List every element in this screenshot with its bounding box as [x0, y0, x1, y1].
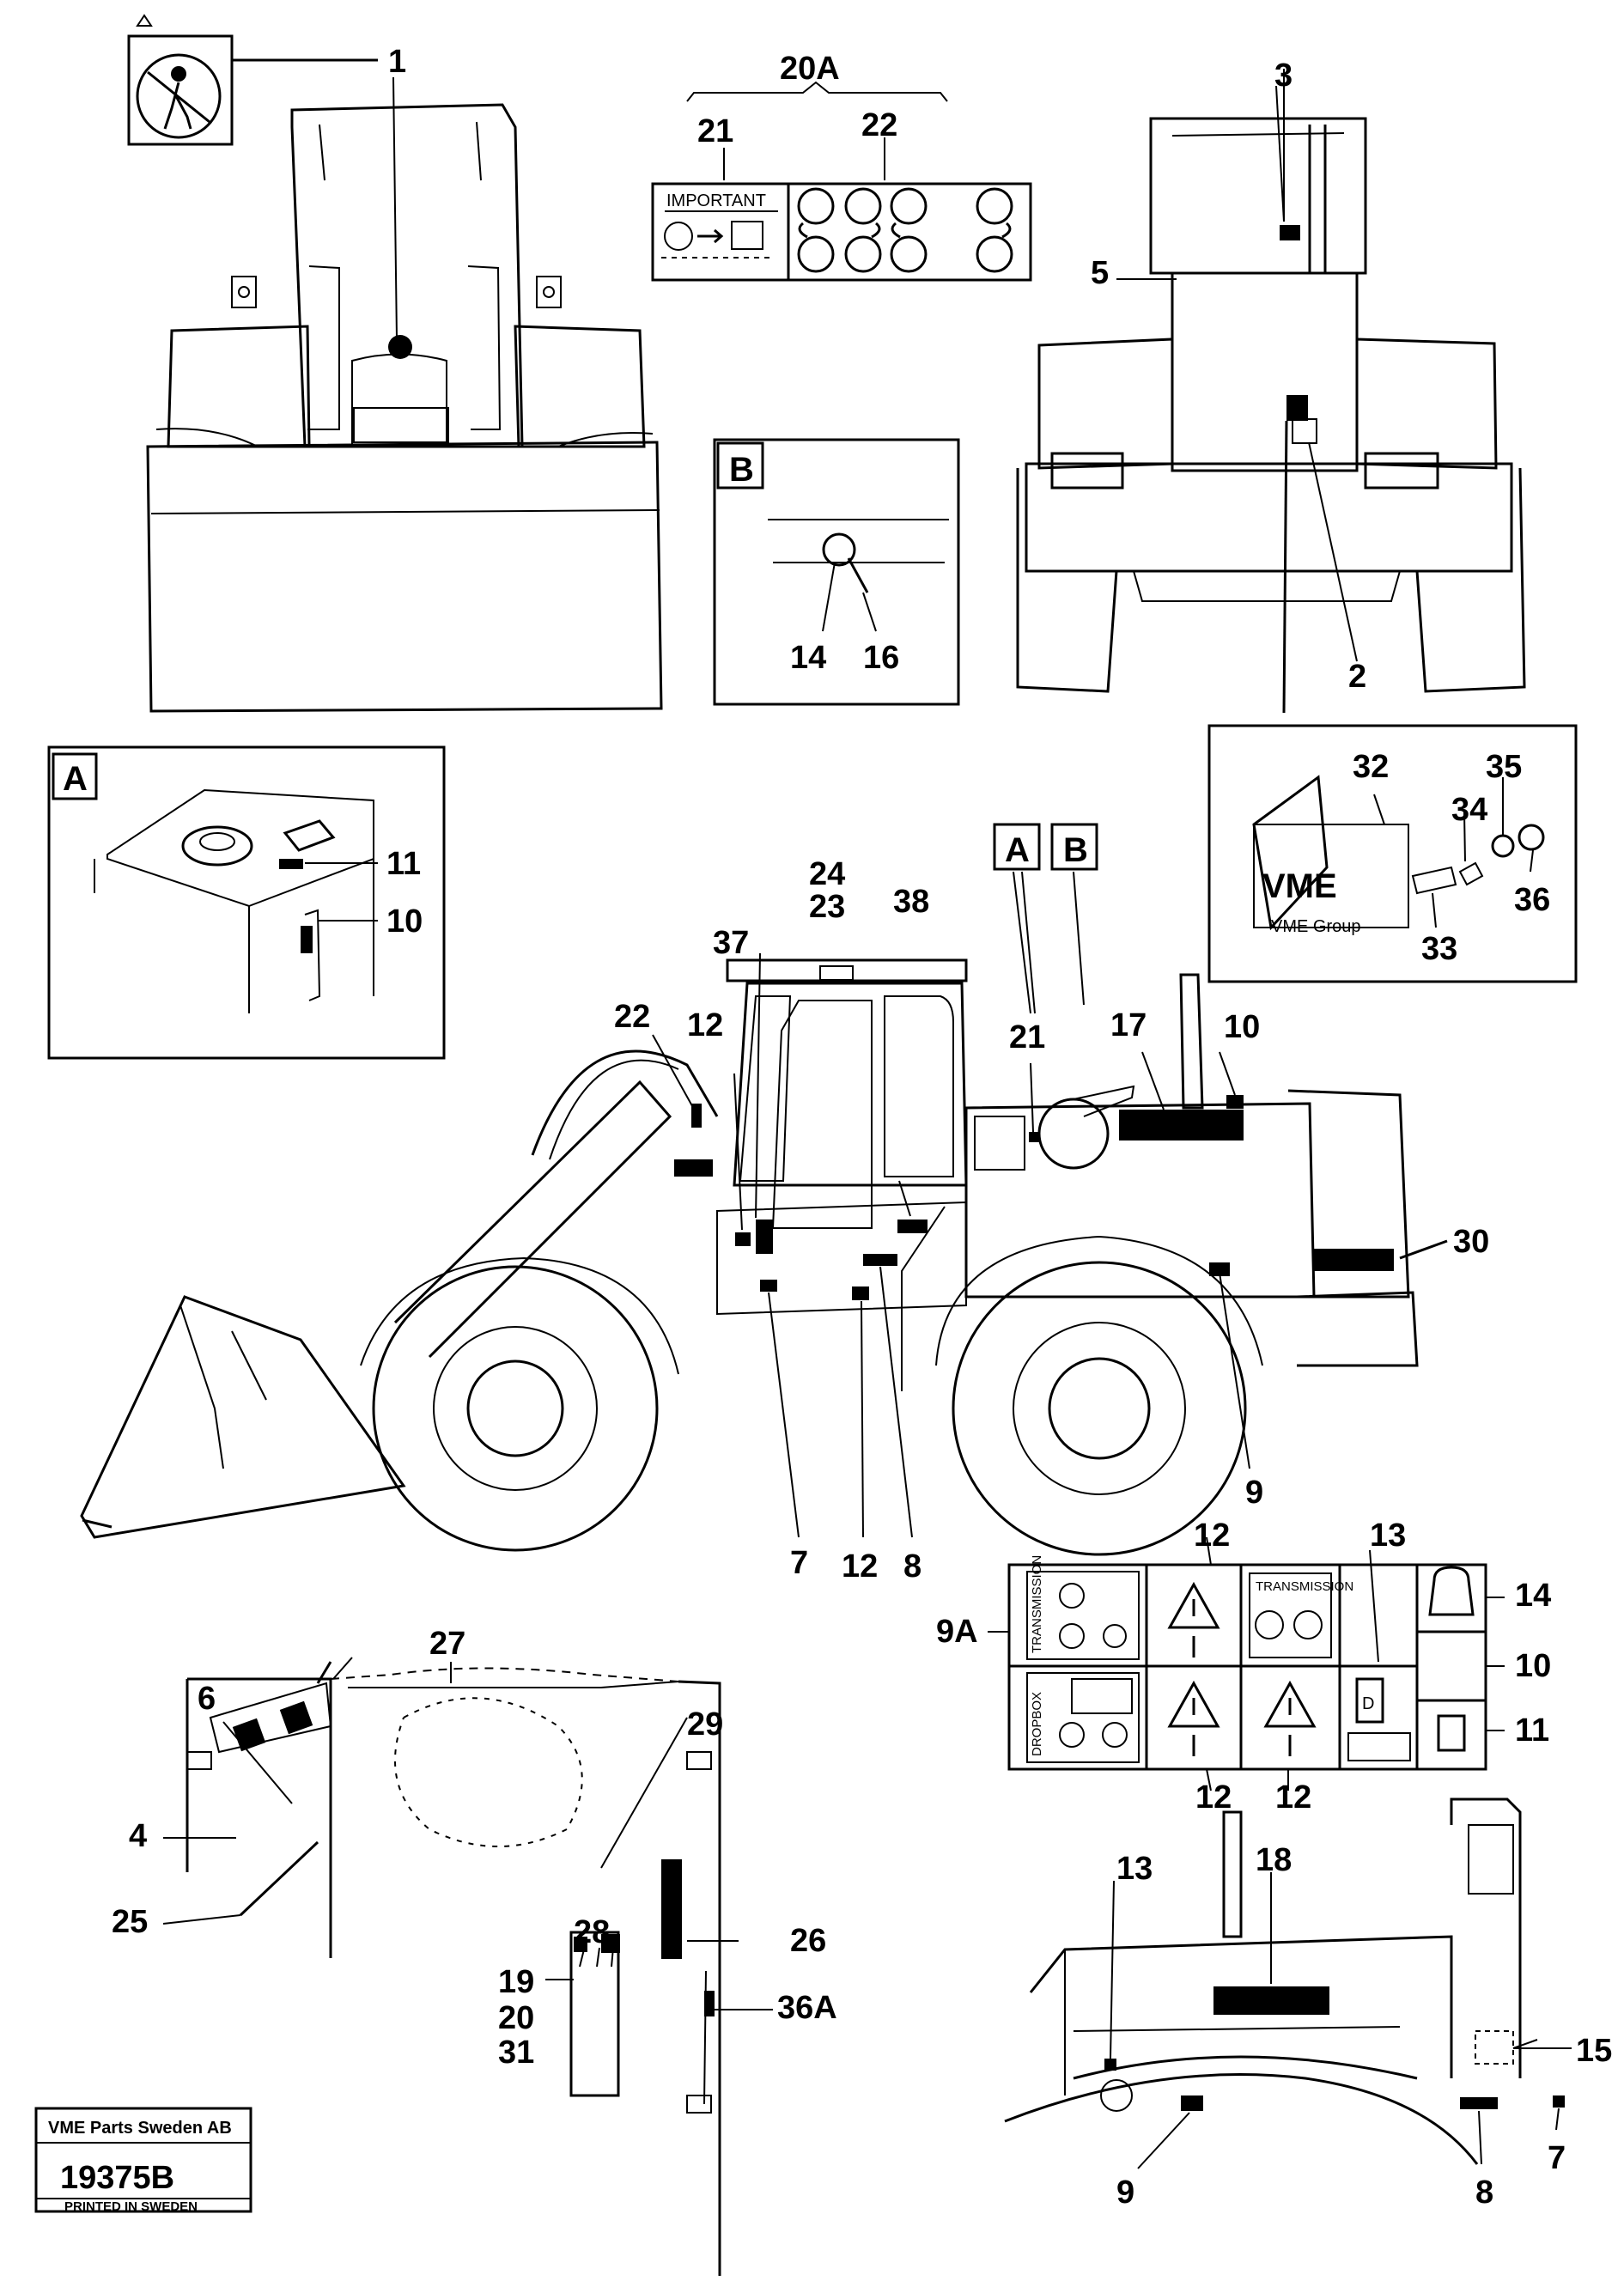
callout-36: 36 [1514, 882, 1550, 918]
callout-5: 5 [1091, 255, 1109, 291]
callout-29: 29 [687, 1706, 723, 1743]
callout-31: 31 [498, 2035, 534, 2071]
fuel-d-text: D [1362, 1694, 1374, 1713]
callout-33: 33 [1421, 931, 1457, 967]
printed-in-sweden: PRINTED IN SWEDEN [64, 2199, 198, 2214]
drawing-number: 19375B [60, 2160, 174, 2196]
front-view [127, 14, 663, 713]
leader-lines [162, 85, 1572, 2169]
callout-22-decal: 22 [861, 107, 897, 143]
callout-9-detail: 9 [1116, 2175, 1134, 2211]
callout-2: 2 [1348, 659, 1366, 695]
callout-23: 23 [809, 889, 845, 925]
warning-decal-sheet: TRANSMISSION TRANSMISSION DROPBOX D [1007, 1555, 1487, 1771]
flag-a-letter: A [1005, 831, 1030, 869]
callout-12-cab: 12 [687, 1007, 723, 1043]
warning-triangle-icons [1167, 1581, 1317, 1756]
callout-27: 27 [429, 1626, 465, 1662]
callout-20: 20 [498, 2000, 534, 2036]
vme-group-text: VME Group [1271, 917, 1360, 936]
callout-26: 26 [790, 1923, 826, 1959]
callout-9a: 9A [936, 1614, 978, 1650]
dropbox-text: DROPBOX [1030, 1692, 1044, 1756]
callout-11-decal: 11 [1515, 1712, 1549, 1749]
callout-22-main: 22 [614, 999, 650, 1035]
flag-b-letter: B [1063, 831, 1088, 869]
callout-32: 32 [1353, 749, 1389, 785]
callout-13-detail: 13 [1116, 1851, 1153, 1887]
callout-7-detail: 7 [1548, 2140, 1566, 2176]
inset-b-letter: B [729, 451, 754, 489]
callout-9-main: 9 [1245, 1475, 1263, 1511]
callout-6: 6 [198, 1681, 216, 1717]
callout-1: 1 [388, 44, 406, 80]
callout-12-bottom: 12 [842, 1548, 878, 1585]
callout-16: 16 [863, 640, 899, 676]
side-view [80, 958, 1419, 1556]
callout-10-main: 10 [1224, 1009, 1260, 1045]
callout-8-detail: 8 [1475, 2175, 1493, 2211]
callout-34: 34 [1451, 792, 1487, 828]
inset-a [47, 745, 446, 1060]
callout-13-decal: 13 [1370, 1518, 1406, 1554]
callout-25: 25 [112, 1904, 148, 1940]
vme-logo-text: VME [1262, 867, 1337, 905]
rear-view [1016, 69, 1526, 714]
callout-21-main: 21 [1009, 1019, 1045, 1055]
callout-14-decal: 14 [1515, 1578, 1551, 1614]
callout-21-decal: 21 [697, 113, 733, 149]
title-block: VME Parts Sweden AB 19375B PRINTED IN SW… [34, 2107, 252, 2214]
callout-10-inset: 10 [386, 903, 423, 940]
callout-37: 37 [713, 925, 749, 961]
callout-24: 24 [809, 856, 845, 892]
transmission-left-text: TRANSMISSION [1030, 1555, 1044, 1653]
company-name: VME Parts Sweden AB [48, 2119, 232, 2138]
callout-numbers: 1 2 3 4 5 6 7 7 8 8 9 9 9A 10 10 10 11 1… [112, 44, 1612, 2211]
callout-28: 28 [574, 1914, 610, 1950]
callout-18: 18 [1256, 1842, 1292, 1878]
callout-30: 30 [1453, 1224, 1489, 1260]
callout-10-decal: 10 [1515, 1648, 1551, 1684]
inset-b [713, 438, 960, 706]
callout-12-decal-left: 12 [1195, 1779, 1232, 1816]
callout-38: 38 [893, 884, 929, 920]
callout-20a: 20A [780, 51, 840, 87]
lift-arrow-icons [797, 187, 1013, 273]
callout-3: 3 [1274, 58, 1293, 94]
callout-17: 17 [1110, 1007, 1147, 1043]
callout-19: 19 [498, 1964, 534, 2000]
callout-8-main: 8 [903, 1548, 921, 1585]
important-text: IMPORTANT [666, 192, 766, 210]
vme-logo-inset: VME VME Group [1207, 724, 1578, 983]
callout-15: 15 [1576, 2033, 1612, 2069]
section-flags [993, 823, 1098, 1014]
rear-side-detail [1004, 1797, 1565, 2165]
callout-14-inset: 14 [790, 640, 826, 676]
callout-12-decal-right: 12 [1275, 1779, 1311, 1816]
callout-7-main: 7 [790, 1545, 808, 1581]
callout-12-decal-top: 12 [1194, 1518, 1230, 1554]
callout-11-inset: 11 [386, 846, 421, 882]
inset-a-letter: A [63, 760, 88, 798]
callout-36a: 36A [777, 1990, 837, 2026]
transmission-center-text: TRANSMISSION [1256, 1579, 1353, 1594]
callout-35: 35 [1486, 749, 1522, 785]
cab-interior-view [186, 1657, 721, 2276]
decal-group-20a: IMPORTANT [651, 81, 1032, 282]
callout-4: 4 [129, 1818, 147, 1854]
